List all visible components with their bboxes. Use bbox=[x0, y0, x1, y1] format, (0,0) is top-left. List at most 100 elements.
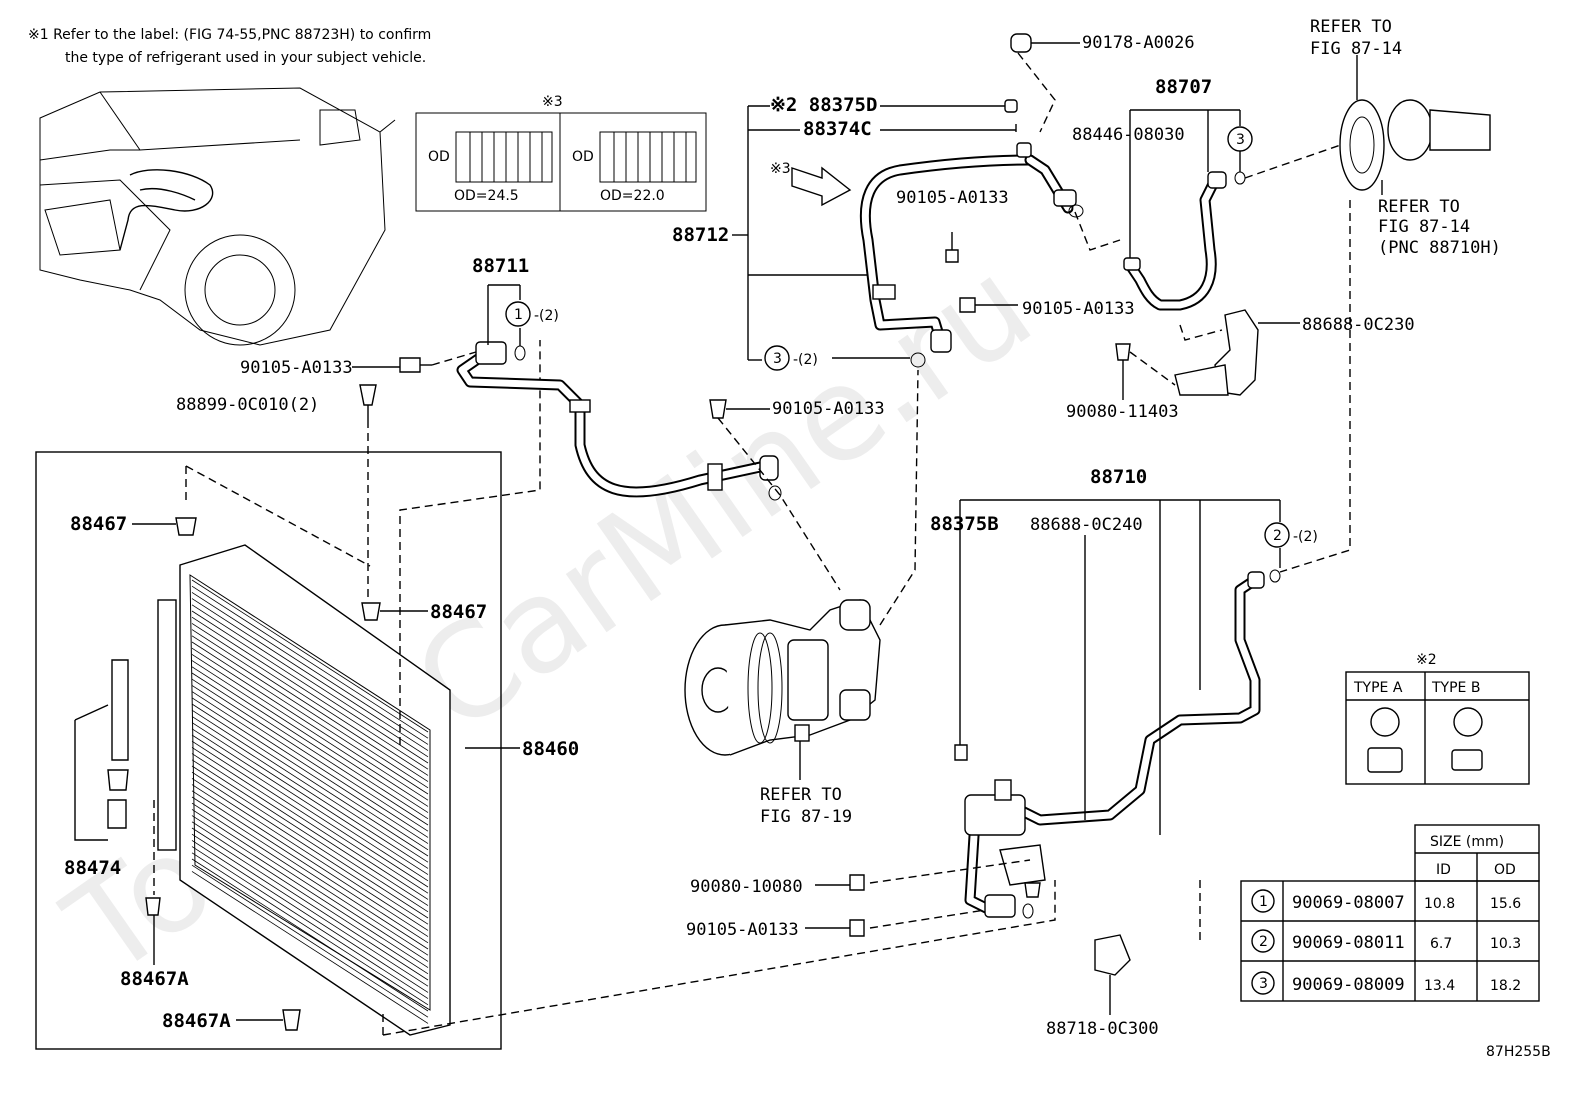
condenser-fin-line bbox=[191, 809, 429, 962]
size-col-od: OD bbox=[1494, 862, 1516, 878]
condenser-fin-line bbox=[191, 747, 429, 900]
size-row1-part: 90069-08007 bbox=[1292, 893, 1405, 913]
size-row1-ref: 1 bbox=[1259, 894, 1268, 910]
condenser-fin-line bbox=[191, 678, 429, 832]
size-row2-od: 10.3 bbox=[1490, 936, 1521, 952]
label-90105-mid: 90105-A0133 bbox=[1022, 299, 1135, 319]
note-line-1: ※1 Refer to the label: (FIG 74-55,PNC 88… bbox=[28, 27, 431, 43]
condenser-fin-line bbox=[191, 784, 429, 937]
condenser-fin-line bbox=[191, 691, 429, 844]
size-row3-od: 18.2 bbox=[1490, 978, 1521, 994]
condenser-fin-line bbox=[191, 802, 429, 956]
label-88375B: 88375B bbox=[930, 513, 999, 535]
label-refer-top-1: REFER TO bbox=[1310, 17, 1392, 37]
size-row3-ref: 3 bbox=[1259, 976, 1268, 992]
condenser-fin-line bbox=[191, 871, 429, 1024]
condenser-fin-line bbox=[191, 765, 429, 919]
condenser-fin-line bbox=[191, 821, 429, 975]
od-label-left: OD bbox=[428, 149, 450, 165]
label-88467-mid: 88467 bbox=[430, 601, 487, 623]
compressor bbox=[684, 369, 919, 780]
label-88474: 88474 bbox=[64, 857, 121, 879]
label-88712: 88712 bbox=[672, 224, 729, 246]
label-90105-comp: 90105-A0133 bbox=[772, 399, 885, 419]
condenser-fin-line bbox=[191, 728, 429, 882]
label-90178-A0026: 90178-A0026 bbox=[1082, 33, 1195, 53]
condenser-fin-line bbox=[191, 635, 429, 789]
label-88446-08030: 88446-08030 bbox=[1072, 125, 1185, 145]
label-88688-0C230: 88688-0C230 bbox=[1302, 315, 1415, 335]
size-row2-ref: 2 bbox=[1259, 934, 1268, 950]
condenser-fin-line bbox=[191, 740, 429, 894]
hose-88712: 3 -(2) ※3 bbox=[732, 33, 1121, 371]
oring-qty-1-upper: -(2) bbox=[534, 308, 559, 324]
condenser-fin-line bbox=[191, 753, 429, 906]
clutch-parts bbox=[1279, 55, 1491, 573]
label-refer-right-2: FIG 87-14 bbox=[1378, 217, 1470, 237]
type-table: ※2 TYPE A TYPE B bbox=[1345, 652, 1530, 785]
condenser-fin-line bbox=[191, 722, 429, 875]
condenser-fin-line bbox=[191, 840, 429, 993]
oring-ref-1-upper: 1 bbox=[514, 307, 523, 323]
condenser-fin-line bbox=[191, 734, 429, 888]
condenser-fin-line bbox=[191, 697, 429, 851]
size-title: SIZE (mm) bbox=[1430, 834, 1504, 850]
size-row1-id: 10.8 bbox=[1424, 896, 1455, 912]
label-88710: 88710 bbox=[1090, 466, 1147, 488]
condenser-fin-line bbox=[191, 827, 429, 981]
label-90105-left: 90105-A0133 bbox=[240, 358, 353, 378]
condenser-fin-line bbox=[191, 864, 429, 1018]
size-row3-id: 13.4 bbox=[1424, 978, 1455, 994]
condenser-fin-line bbox=[191, 585, 429, 739]
condenser-fin-line bbox=[191, 579, 429, 733]
label-refer-comp-2: FIG 87-19 bbox=[760, 807, 852, 827]
oring-qty-3-left: -(2) bbox=[793, 352, 818, 368]
label-88467A-1: 88467A bbox=[120, 968, 189, 990]
condenser-fin-line bbox=[191, 846, 429, 999]
condenser-fins bbox=[191, 579, 429, 1024]
od-value-left: OD=24.5 bbox=[454, 188, 519, 204]
condenser-fin-line bbox=[191, 616, 429, 770]
figure-code: 87H255B bbox=[1486, 1044, 1551, 1060]
condenser-fin-line bbox=[191, 833, 429, 987]
vehicle-illustration bbox=[39, 87, 396, 346]
od-reference-box: ※3 OD OD OD=24.5 OD=22.0 bbox=[415, 94, 707, 212]
oring-qty-2: -(2) bbox=[1293, 529, 1318, 545]
condenser-fin-line bbox=[191, 592, 429, 745]
od-label-right: OD bbox=[572, 149, 594, 165]
condenser-fin-line bbox=[191, 598, 429, 751]
size-row3-part: 90069-08009 bbox=[1292, 975, 1405, 995]
hose-88707: 3 bbox=[1115, 109, 1356, 400]
od-box-mark: ※3 bbox=[542, 94, 563, 110]
condenser-fin-line bbox=[191, 759, 429, 913]
label-refer-top-2: FIG 87-14 bbox=[1310, 39, 1402, 59]
condenser-fin-line bbox=[191, 672, 429, 826]
size-col-id: ID bbox=[1436, 862, 1451, 878]
label-refer-right-3: (PNC 88710H) bbox=[1378, 238, 1501, 258]
label-90105-bottom: 90105-A0133 bbox=[686, 920, 799, 940]
label-88467A-2: 88467A bbox=[162, 1010, 231, 1032]
type-b-header: TYPE B bbox=[1431, 680, 1480, 696]
size-row1-od: 15.6 bbox=[1490, 896, 1521, 912]
type-table-mark: ※2 bbox=[1416, 652, 1437, 668]
label-90105-upper: 90105-A0133 bbox=[896, 188, 1009, 208]
condenser-fin-line bbox=[191, 796, 429, 950]
label-88467-top: 88467 bbox=[70, 513, 127, 535]
condenser-fin-line bbox=[191, 623, 429, 776]
hose-88710: 2 -(2) bbox=[805, 499, 1318, 1015]
oring-ref-3-right: 3 bbox=[1236, 132, 1245, 148]
condenser-fin-line bbox=[191, 685, 429, 838]
label-88375D: ※2 88375D bbox=[770, 94, 877, 116]
condenser-fin-line bbox=[191, 703, 429, 857]
arrow-mark-3: ※3 bbox=[770, 161, 791, 177]
label-90080-11403: 90080-11403 bbox=[1066, 402, 1179, 422]
label-88718-0C300: 88718-0C300 bbox=[1046, 1019, 1159, 1039]
label-88711: 88711 bbox=[472, 255, 529, 277]
condenser-fin-line bbox=[191, 666, 429, 820]
size-table: SIZE (mm) ID OD 1 90069-08007 10.8 15.6 … bbox=[1240, 824, 1540, 1002]
size-row2-id: 6.7 bbox=[1430, 936, 1452, 952]
condenser-fin-line bbox=[191, 604, 429, 758]
condenser-fin-line bbox=[191, 790, 429, 944]
condenser-fin-line bbox=[191, 641, 429, 795]
